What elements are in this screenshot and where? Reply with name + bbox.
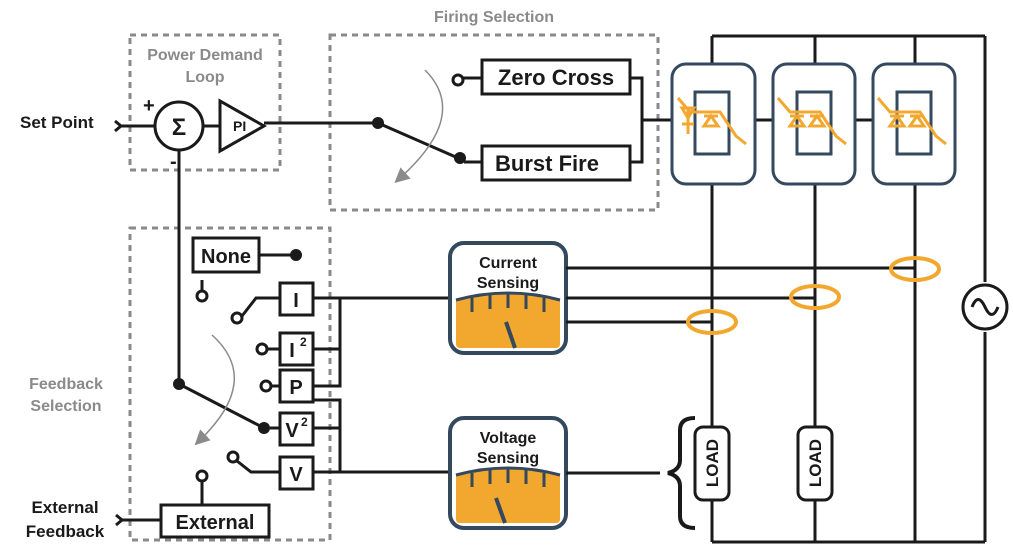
voltage-sensing-label-line2: Sensing	[477, 450, 539, 467]
external-option-button[interactable]	[159, 503, 271, 539]
firing-switch-blade	[377, 121, 459, 160]
set-point-arrow-icon	[114, 119, 124, 133]
pi-label: PI	[233, 118, 246, 134]
scr-module-2	[771, 62, 857, 186]
none-option-label: None	[201, 246, 251, 268]
burst-fire-label: Burst Fire	[495, 151, 599, 176]
plus-sign: +	[143, 95, 155, 117]
scr-module-1	[670, 62, 757, 186]
external-feedback-label-line1: External	[31, 498, 98, 517]
set-point-label: Set Point	[20, 113, 94, 132]
meter-gauge-icon	[456, 293, 560, 348]
voltage-squared-superscript: 2	[301, 415, 308, 429]
brace-icon	[667, 416, 696, 530]
load-box-2	[796, 425, 834, 502]
voltage-squared-option-label: V	[285, 420, 299, 442]
scr-module-3	[871, 62, 957, 186]
current-transformer-icon	[889, 256, 941, 282]
sigma-symbol: Σ	[172, 114, 186, 141]
feedback-selection-title-line1: Feedback	[29, 376, 103, 393]
firing-selection-title: Firing Selection	[434, 9, 554, 26]
load-label-1: LOAD	[703, 439, 722, 487]
feedback-selection-box	[128, 226, 332, 542]
voltage-v-option-label: V	[289, 464, 303, 486]
voltage-sensing-meter: Voltage Sensing	[448, 416, 568, 530]
current-transformer-icon	[686, 309, 738, 335]
external-option-label: External	[176, 512, 255, 534]
load-box-1	[693, 425, 731, 502]
burst-fire-button[interactable]	[480, 144, 632, 182]
voltage-squared-option-button[interactable]	[278, 411, 315, 447]
scr-thyristor-icon	[876, 97, 947, 146]
power-demand-title-line2: Loop	[185, 69, 224, 86]
firing-switch-arrow-icon	[394, 69, 444, 184]
current-sensing-label-line1: Current	[479, 255, 537, 272]
ac-sine-glyph	[970, 298, 1000, 316]
load-label-2: LOAD	[806, 439, 825, 487]
meter-gauge-icon	[456, 468, 560, 523]
feedback-selection-title-line2: Selection	[30, 398, 101, 415]
scr-thyristor-icon	[776, 97, 847, 146]
feedback-switch-arrow-icon	[194, 334, 235, 446]
current-sensing-label-line2: Sensing	[477, 275, 539, 292]
pi-controller-triangle-icon	[218, 98, 268, 154]
current-squared-superscript: 2	[300, 335, 307, 349]
minus-sign: -	[170, 151, 177, 173]
zero-cross-button[interactable]	[480, 58, 632, 96]
current-squared-option-button[interactable]	[278, 331, 315, 367]
power-p-option-label: P	[289, 377, 302, 399]
feedback-switch-blade	[178, 382, 263, 429]
external-feedback-label-line2: Feedback	[26, 522, 105, 541]
power-demand-title-line1: Power Demand	[147, 47, 263, 64]
voltage-sensing-label-line1: Voltage	[480, 430, 537, 447]
current-sensing-meter: Current Sensing	[448, 241, 568, 355]
current-i-option-label: I	[293, 290, 299, 312]
current-transformer-icon	[789, 284, 841, 310]
external-feedback-arrow-icon	[115, 513, 125, 527]
current-squared-option-label: I	[289, 340, 295, 362]
scr-thyristor-icon	[676, 97, 747, 146]
zero-cross-label: Zero Cross	[498, 65, 614, 90]
